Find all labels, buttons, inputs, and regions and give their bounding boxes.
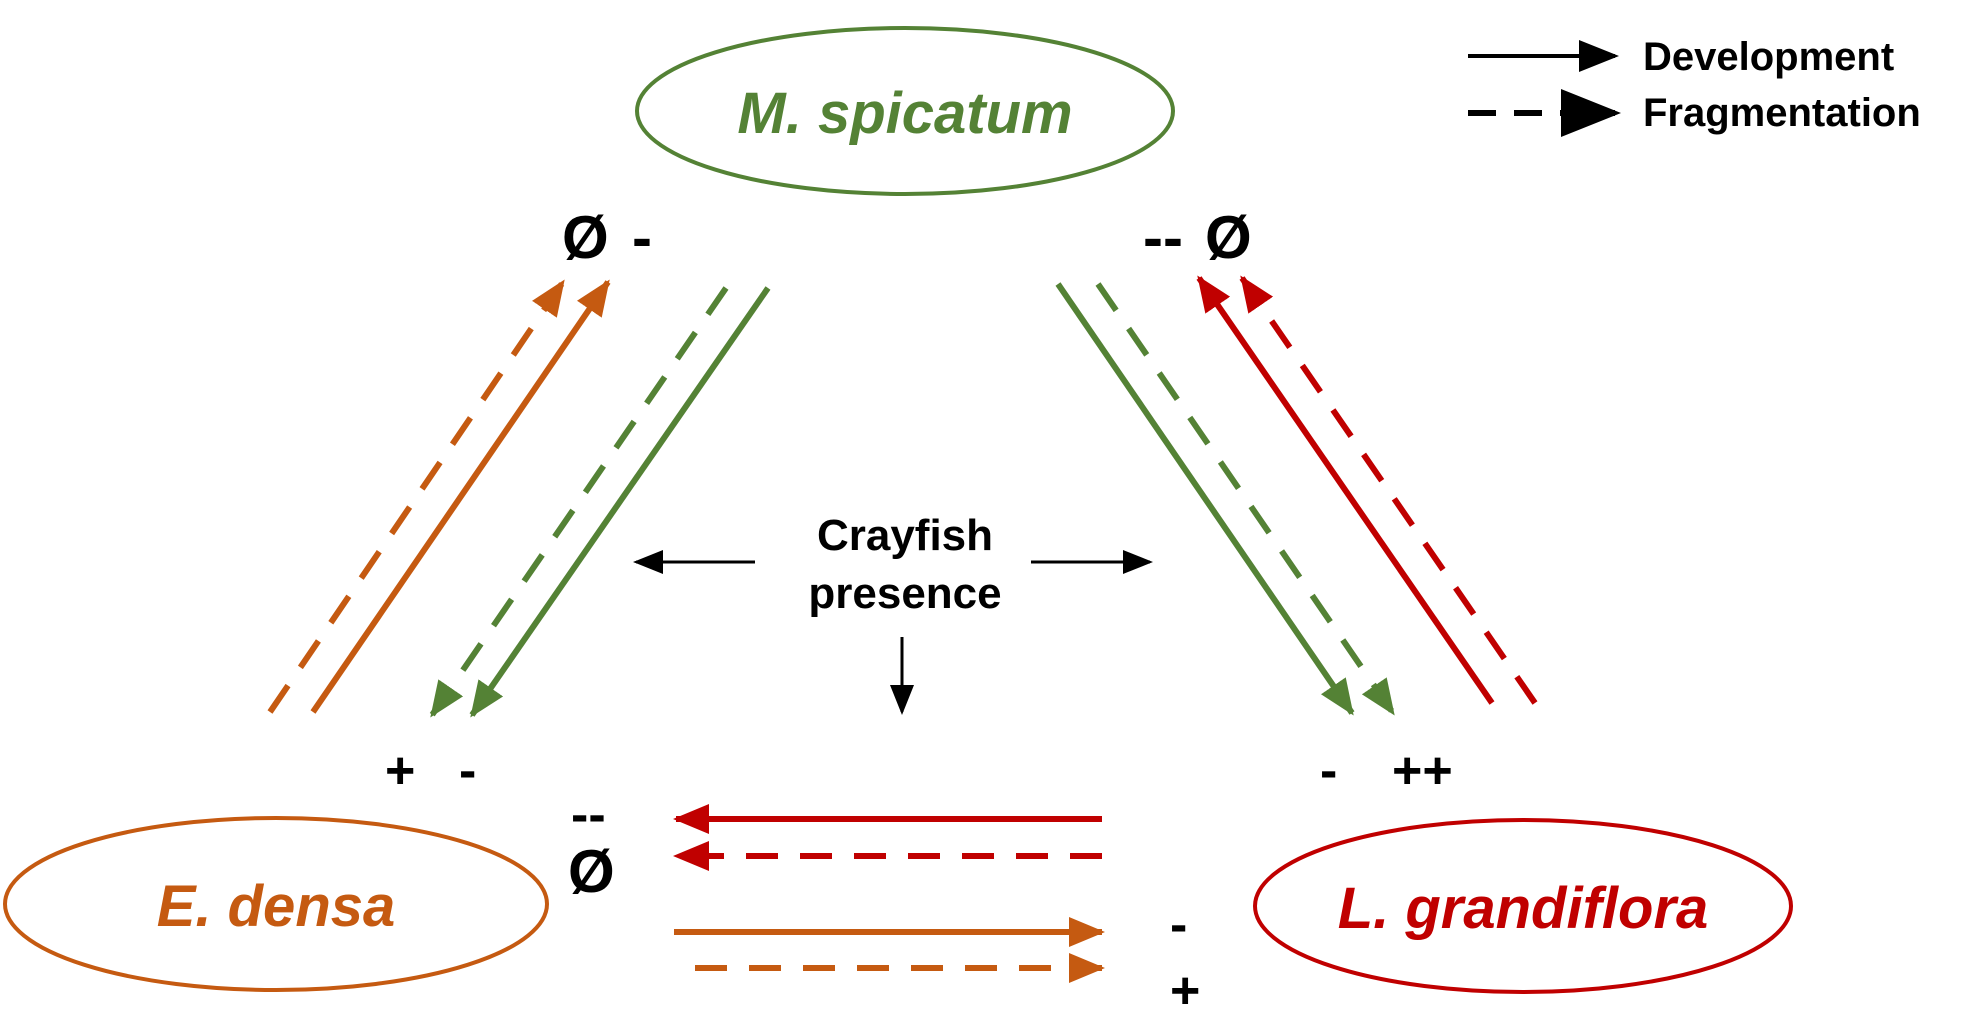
- arrow-mspicatum-to-lgrandiflora-fragmentation: [1095, 282, 1396, 716]
- effect-top-right-minusminus: --: [1143, 204, 1183, 271]
- effect-bottom-right-plus: +: [1170, 962, 1200, 1018]
- arrow-edensa-to-mspicatum-development: [310, 279, 611, 714]
- node-l-grandiflora: L. grandiflora: [1253, 818, 1793, 994]
- effect-top-left-null: Ø: [562, 204, 609, 271]
- node-l-grandiflora-ellipse: [1253, 818, 1793, 994]
- arrow-mspicatum-to-edensa-fragmentation: [429, 286, 729, 718]
- effect-right-plusplus: ++: [1392, 742, 1453, 800]
- arrow-mspicatum-to-edensa-development: [469, 286, 771, 718]
- node-m-spicatum-label: M. spicatum: [737, 81, 1072, 146]
- effect-bottom-right-minus: -: [1170, 896, 1187, 954]
- crayfish-label-line1: Crayfish: [817, 511, 993, 560]
- effect-middle-minusminus: --: [571, 786, 606, 844]
- effect-left-plus: +: [385, 742, 415, 800]
- arrow-lgrandiflora-to-mspicatum-fragmentation: [1239, 275, 1538, 705]
- effect-top-left-minus: -: [632, 204, 652, 271]
- arrow-edensa-to-mspicatum-fragmentation: [267, 279, 566, 714]
- legend-development-label: Development: [1643, 35, 1894, 79]
- arrow-mspicatum-to-lgrandiflora-development: [1055, 282, 1355, 716]
- node-e-densa-label: E. densa: [157, 874, 396, 939]
- node-m-spicatum: M. spicatum: [635, 26, 1175, 196]
- effect-left-minus: -: [459, 742, 476, 800]
- node-l-grandiflora-label: L. grandiflora: [1338, 876, 1709, 941]
- legend-fragmentation-label: Fragmentation: [1643, 91, 1921, 135]
- crayfish-label-line2: presence: [808, 569, 1001, 618]
- effect-top-right-null: Ø: [1205, 204, 1252, 271]
- effect-right-minus: -: [1320, 742, 1337, 800]
- node-m-spicatum-ellipse: [635, 26, 1175, 196]
- node-e-densa-ellipse: [3, 816, 549, 992]
- node-e-densa: E. densa: [3, 816, 549, 992]
- arrow-lgrandiflora-to-mspicatum-development: [1196, 275, 1495, 705]
- effect-middle-null: Ø: [568, 838, 615, 905]
- legend: Development Fragmentation: [1468, 35, 1921, 137]
